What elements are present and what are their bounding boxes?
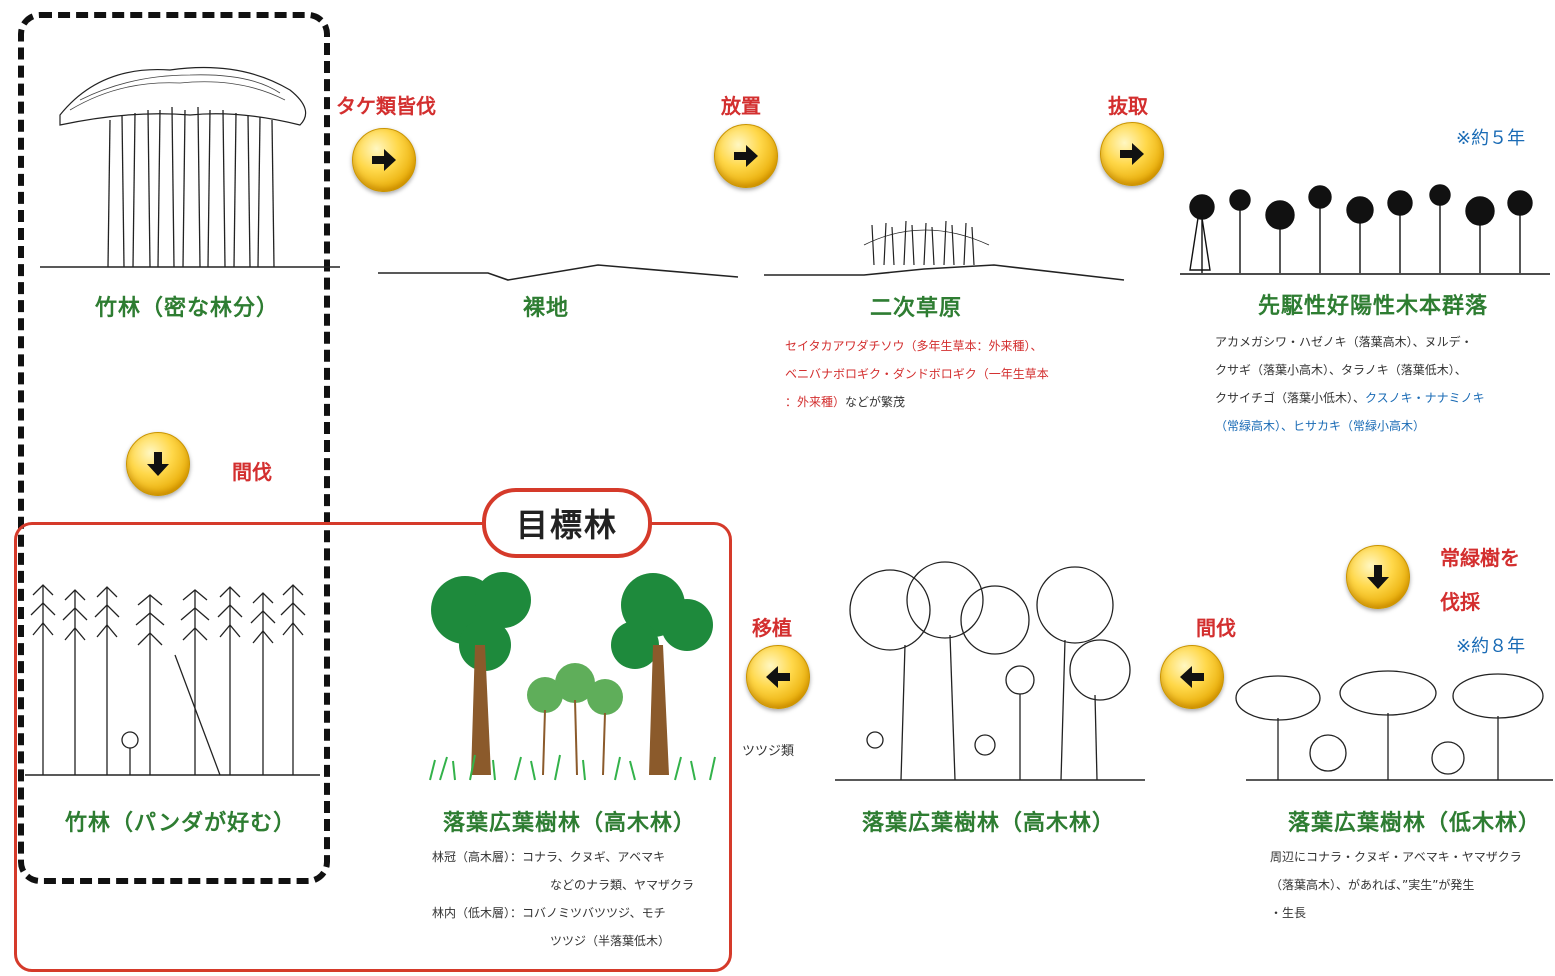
stage-pioneer-community: 先駆性好陽性木本群落 [1258, 294, 1489, 319]
arrow-left-button-transplant[interactable] [746, 645, 810, 709]
grassland-desc-line1: セイタカアワダチソウ（多年生草本：外来種）、 [785, 339, 1043, 353]
pioneer-desc-line4: （常緑高木）、ヒサカキ（常緑小高木） [1215, 419, 1426, 433]
pioneer-desc-line3b: クスノキ・ナナミノキ [1365, 391, 1485, 405]
arrow-right-button-1[interactable] [352, 128, 416, 192]
lowforest-desc-line2: （落葉高木）、があれば、”実生”が発生 [1270, 878, 1475, 892]
dense-bamboo-illustration [40, 66, 340, 268]
arrow-right-icon [1120, 143, 1144, 165]
action-thin-right: 間伐 [1196, 616, 1236, 640]
target-desc-line4: ツツジ（半落葉低木） [550, 934, 671, 948]
deciduous-low-illustration [1235, 670, 1553, 781]
secondary-grassland-illustration [764, 220, 1125, 281]
action-remove: 抜取 [1108, 94, 1148, 118]
target-desc-line3: 林内（低木層）：コバノミツバツツジ、モチ [432, 906, 666, 920]
note-approx-8-years: ※約８年 [1456, 636, 1526, 657]
arrow-left-icon [1180, 666, 1204, 688]
arrow-right-icon [372, 149, 396, 171]
target-description: 林冠（高木層）：コナラ、クヌギ、アベマキ などのナラ類、ヤマザクラ 林内（低木層… [432, 843, 727, 955]
grassland-desc-line3: ：外来種）などが繁茂 [785, 388, 1095, 416]
arrow-left-button-thin[interactable] [1160, 645, 1224, 709]
stage-panda-bamboo: 竹林（パンダが好む） [65, 811, 297, 836]
grassland-desc-line3b: などが繁茂 [845, 395, 906, 409]
deciduous-tall-illustration [835, 561, 1145, 781]
stage-target-forest: 落葉広葉樹林（高木林） [443, 811, 697, 836]
action-cut-evergreen-line1: 常緑樹を [1440, 546, 1520, 570]
grassland-desc-line3a: ：外来種） [785, 395, 846, 409]
note-azalea: ツツジ類 [742, 744, 795, 759]
stage-deciduous-tall: 落葉広葉樹林（高木林） [862, 811, 1116, 836]
stage-deciduous-low: 落葉広葉樹林（低木林） [1288, 811, 1542, 836]
panda-bamboo-illustration [25, 584, 320, 776]
pioneer-desc-line3a: クサイチゴ（落葉小低木）、 [1215, 391, 1366, 405]
pioneer-desc-line3: クサイチゴ（落葉小低木）、クスノキ・ナナミノキ [1215, 384, 1550, 412]
arrow-right-button-2[interactable] [714, 124, 778, 188]
arrow-down-button-right[interactable] [1346, 545, 1410, 609]
stage-bare-land: 裸地 [523, 296, 570, 321]
arrow-down-button-left[interactable] [126, 432, 190, 496]
action-clear-bamboo: タケ類皆伐 [336, 94, 436, 118]
grassland-desc-line2: ベニバナボロギク・ダンドボロギク（一年生草本 [785, 367, 1049, 381]
lowforest-description: 周辺にコナラ・クヌギ・アベマキ・ヤマザクラ （落葉高木）、があれば、”実生”が発… [1270, 843, 1552, 927]
stage-secondary-grassland: 二次草原 [870, 296, 963, 321]
action-thin-left: 間伐 [232, 460, 272, 484]
grassland-description: セイタカアワダチソウ（多年生草本：外来種）、 ベニバナボロギク・ダンドボロギク（… [785, 332, 1095, 416]
pioneer-community-illustration [1180, 184, 1550, 275]
target-desc-line1: 林冠（高木層）：コナラ、クヌギ、アベマキ [432, 850, 666, 864]
arrow-down-icon [147, 452, 169, 476]
arrow-left-icon [766, 666, 790, 688]
bamboo-stages-frame [18, 12, 330, 884]
arrow-down-icon [1367, 565, 1389, 589]
pioneer-desc-line2: クサギ（落葉小高木）、タラノキ（落葉低木）、 [1215, 363, 1467, 377]
action-leave: 放置 [721, 94, 761, 118]
action-transplant: 移植 [752, 616, 792, 640]
note-approx-5-years: ※約５年 [1456, 128, 1526, 149]
arrow-right-icon [734, 145, 758, 167]
stage-dense-bamboo: 竹林（密な林分） [95, 296, 280, 321]
pioneer-description: アカメガシワ・ハゼノキ（落葉高木）、ヌルデ・ クサギ（落葉小高木）、タラノキ（落… [1215, 328, 1550, 440]
target-forest-frame [14, 522, 732, 972]
lowforest-desc-line1: 周辺にコナラ・クヌギ・アベマキ・ヤマザクラ [1270, 850, 1522, 864]
lowforest-desc-line3: ・生長 [1270, 906, 1307, 920]
bare-land-illustration [378, 264, 739, 281]
arrow-right-button-3[interactable] [1100, 122, 1164, 186]
pioneer-desc-line1: アカメガシワ・ハゼノキ（落葉高木）、ヌルデ・ [1215, 335, 1473, 349]
target-desc-line2: などのナラ類、ヤマザクラ [550, 878, 695, 892]
action-cut-evergreen-line2: 伐採 [1440, 590, 1480, 614]
target-forest-label: 目標林 [482, 488, 652, 558]
target-forest-illustration [429, 572, 716, 781]
